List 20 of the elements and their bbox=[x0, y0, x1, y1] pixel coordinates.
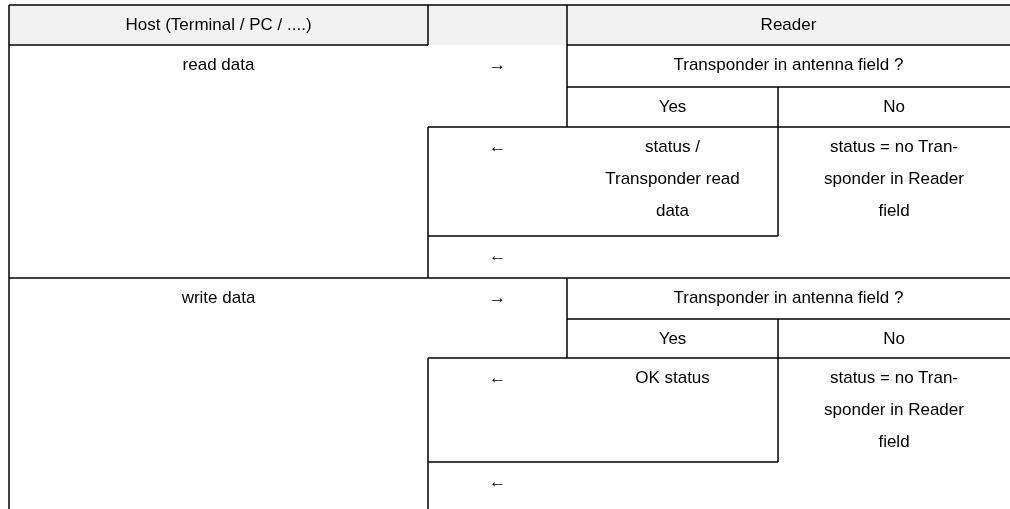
arrow-glyph: ← bbox=[489, 471, 506, 493]
status-text: status = no Tran-sponder in Reader field bbox=[823, 136, 965, 222]
arrow-glyph: → bbox=[489, 54, 506, 76]
condition-text: Transponder in antenna field ? bbox=[673, 287, 904, 309]
column-heading: Host (Terminal / PC / ....) bbox=[125, 14, 312, 36]
branch-label: Yes bbox=[658, 96, 687, 118]
branch-label: No bbox=[883, 96, 905, 118]
arrow-glyph: ← bbox=[489, 136, 506, 158]
branch-label: Yes bbox=[658, 328, 687, 350]
arrow-glyph: → bbox=[489, 287, 506, 309]
command-text: read data bbox=[182, 54, 255, 76]
command-text: write data bbox=[181, 287, 256, 309]
condition-text: Transponder in antenna field ? bbox=[673, 54, 904, 76]
status-text: status = no Tran-sponder in Reader field bbox=[823, 367, 965, 453]
arrow-glyph: ← bbox=[489, 367, 506, 389]
column-heading: Reader bbox=[760, 14, 817, 36]
status-text: OK status bbox=[635, 367, 710, 389]
arrow-glyph: ← bbox=[489, 245, 506, 267]
status-text: status / Transponder read data bbox=[604, 136, 741, 222]
branch-label: No bbox=[883, 328, 905, 350]
